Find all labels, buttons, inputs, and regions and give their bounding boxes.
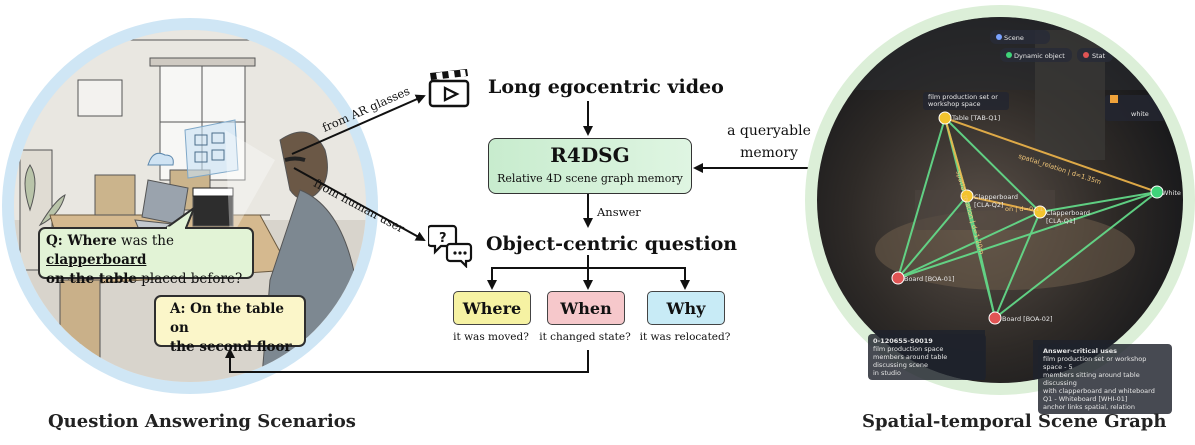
arrow-ar-to-video [291,94,426,155]
node-table: Table [TAB-Q1] [952,114,1001,122]
node-board-2: Board [BOA-02] [1002,315,1053,323]
question-bubble-tail [162,206,196,230]
info-box-answer-critical: Answer-critical uses film production set… [1038,344,1172,414]
type-when-sub: it changed state? [539,331,631,343]
question-chat-icon: ? [428,224,473,268]
legend-scene: Scene [1004,34,1024,42]
type-when-box: When [547,291,625,325]
r4dsg-title: R4DSG [550,143,630,167]
info-box-scene: 0-120655-S0019 film production space mem… [868,334,986,380]
node-clapperboard-2: Clapperboard [CLA-Q2] [974,193,1019,209]
node-board-1: Board [BOA-01] [904,275,955,283]
right-caption: Spatial-temporal Scene Graph [862,411,1167,432]
scene-graph-view [805,5,1195,395]
answer-bubble [154,295,306,347]
type-where-box: Where [453,291,531,325]
video-clapper-icon [428,69,470,108]
r4dsg-box [488,138,692,194]
answer-label: Answer [597,205,641,219]
type-why-box: Why [647,291,725,325]
video-label: Long egocentric video [488,76,724,98]
r4dsg-subtitle: Relative 4D scene graph memory [497,172,683,185]
node-white: White [1162,189,1181,197]
question-text: Q: Where was the clapperboard on the tab… [46,233,243,287]
svg-text:?: ? [439,231,447,246]
node-clapperboard-1: Clapperboard [CLA-Q1] [1046,209,1091,225]
node-white-partial: white [1131,110,1149,118]
question-label: Object-centric question [486,233,738,255]
legend-dynamic-object: Dynamic object [1014,52,1065,60]
type-where-sub: it was moved? [453,331,529,343]
node-film-set: film production set or workshop space [928,93,998,108]
arrow-user-to-question [293,167,426,241]
question-bubble [38,227,254,279]
type-why-sub: it was relocated? [639,331,731,343]
left-caption: Question Answering Scenarios [48,411,356,432]
legend-static: Stat [1092,52,1106,60]
edge-label-3: on | d=0.11 [1005,205,1044,213]
